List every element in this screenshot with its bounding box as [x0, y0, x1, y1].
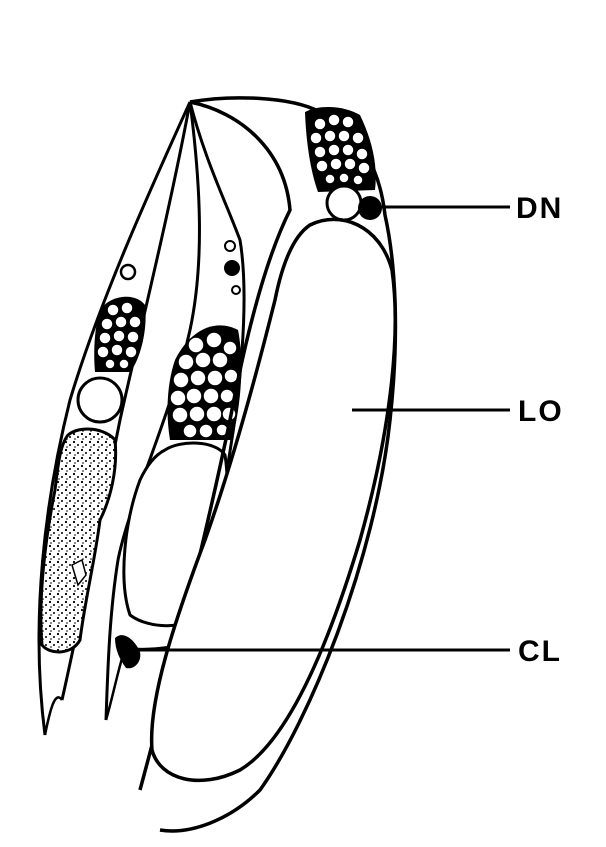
dn-dark-body [358, 196, 382, 220]
middle-small-vesicle [224, 240, 236, 252]
middle-dark-granule [224, 260, 240, 276]
right-granule-cluster [305, 106, 376, 192]
middle-granule-cluster [167, 325, 242, 440]
label-dn: DN [516, 192, 563, 225]
left-inclusion-notch [71, 558, 87, 587]
left-stippled-inclusion [39, 427, 118, 654]
lo-oval-body [149, 217, 397, 783]
left-cell-nucleus [76, 376, 124, 424]
label-lo: LO [518, 395, 564, 428]
cl-dark-body [115, 635, 141, 669]
label-cl: CL [518, 635, 562, 668]
right-cell-nucleus [325, 184, 363, 222]
leader-lines [135, 205, 510, 652]
middle-small-vesicle-2 [231, 285, 241, 295]
left-granule-cluster [94, 263, 146, 372]
